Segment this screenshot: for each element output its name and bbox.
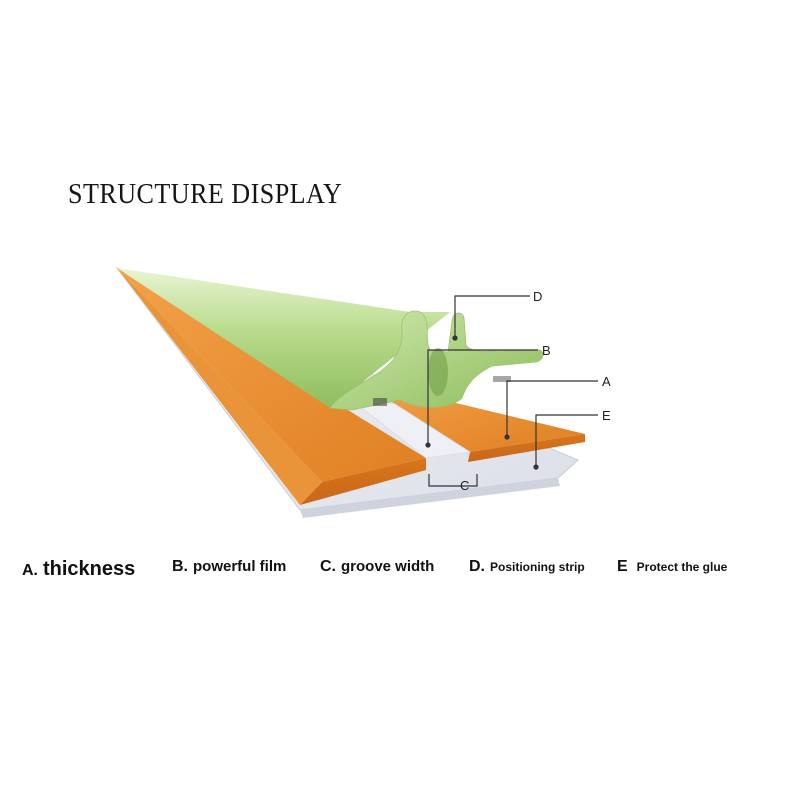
leader-line-b — [427, 349, 538, 445]
strip-foot-right — [493, 376, 511, 382]
legend-key: E — [617, 558, 628, 575]
legend-item-a: A. thickness — [22, 558, 135, 581]
legend-key: A. — [22, 562, 38, 579]
strip-foot-left — [373, 398, 387, 406]
strip-shadow — [428, 348, 448, 396]
legend-key: C. — [320, 558, 336, 575]
leader-dot-e — [533, 464, 539, 470]
legend-key: B. — [172, 558, 188, 575]
leader-dots — [425, 335, 539, 470]
legend-item-d: D. Positioning strip — [469, 558, 585, 576]
leader-line-c — [428, 474, 478, 487]
legend-item-e: E Protect the glue — [617, 558, 727, 576]
legend-label: Protect the glue — [636, 560, 728, 574]
callout-c: C — [460, 478, 469, 493]
callout-d: D — [533, 289, 542, 304]
leader-line-d — [454, 295, 530, 338]
legend-item-b: B. powerful film — [172, 558, 286, 576]
page-title: STRUCTURE DISPLAY — [68, 178, 343, 210]
legend-label: powerful film — [193, 558, 287, 575]
callout-b: B — [542, 343, 551, 358]
left-board-front — [300, 458, 426, 505]
right-board-front — [468, 434, 585, 462]
leader-dot-d — [452, 335, 458, 341]
positioning-strip-top — [117, 268, 450, 408]
legend-label: thickness — [43, 558, 136, 580]
base-film-edge — [300, 478, 560, 518]
callout-a: A — [602, 374, 611, 389]
legend-label: groove width — [341, 558, 435, 575]
leader-lines — [427, 295, 598, 487]
left-board-side — [117, 268, 322, 505]
left-board-top — [117, 268, 426, 482]
callout-e: E — [602, 408, 611, 423]
leader-dot-a — [504, 434, 510, 440]
leader-line-e — [535, 414, 598, 467]
legend-label: Positioning strip — [490, 560, 585, 574]
legend-key: D. — [469, 558, 485, 575]
leader-line-a — [506, 380, 598, 437]
leader-dot-b — [425, 442, 431, 448]
legend-item-c: C. groove width — [320, 558, 434, 576]
